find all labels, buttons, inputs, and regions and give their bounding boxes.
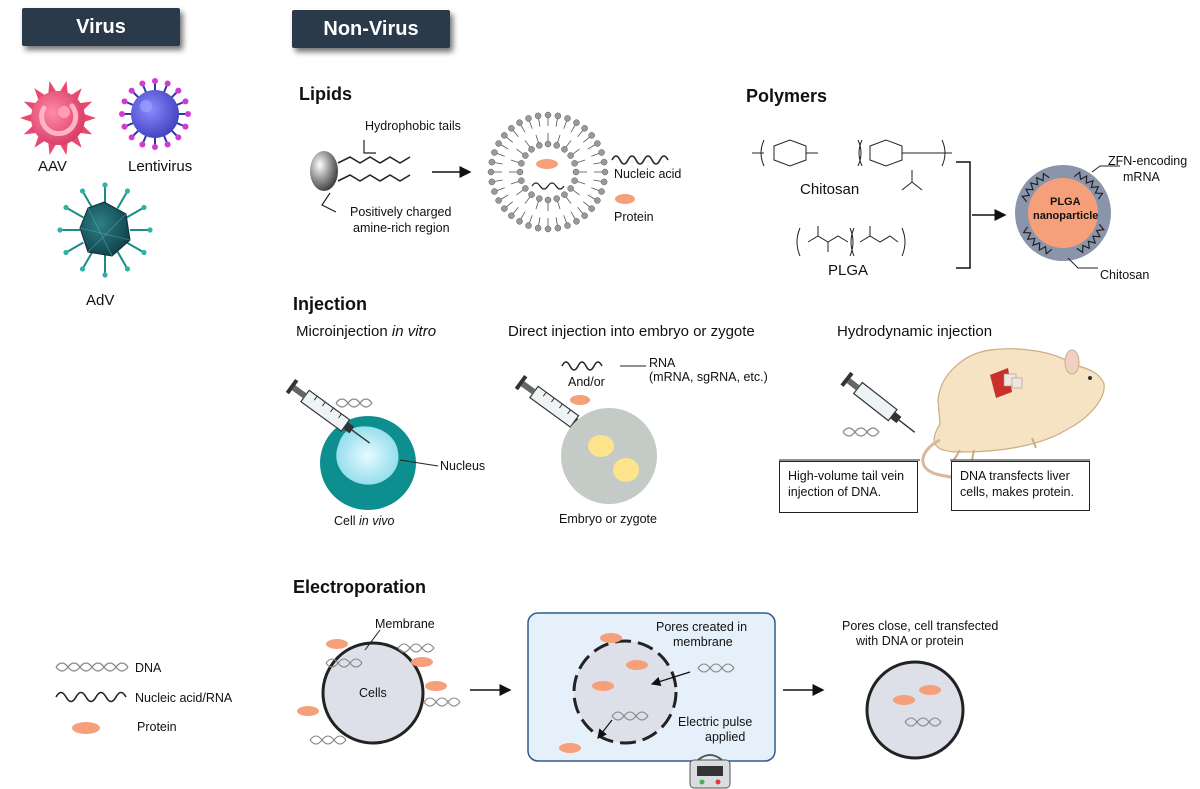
legend-dna-icon [55, 662, 129, 672]
liposome [487, 111, 609, 233]
legend-nucleic-acid-icon [55, 691, 127, 703]
injection-title: Injection [293, 294, 368, 314]
positive-region-label-2: amine-rich region [353, 221, 450, 235]
dna-helix-icon [842, 427, 880, 437]
nanoparticle-label-1: PLGA [1050, 196, 1081, 208]
pores-close-label-1: Pores close, cell transfected [842, 619, 999, 633]
legend-protein-label: Protein [137, 720, 177, 734]
protein-label: Protein [614, 210, 654, 224]
rna-label-1: RNA [649, 356, 676, 370]
electroporation-title: Electroporation [293, 577, 427, 597]
microinjection-title: Microinjection in vitro [296, 323, 437, 340]
membrane-label: Membrane [375, 617, 435, 631]
polymer-bracket [956, 161, 971, 269]
zfn-label-2: mRNA [1123, 170, 1160, 184]
microinjection-cell [320, 416, 439, 510]
hydro-box-1: High-volume tail vein injection of DNA. [779, 461, 918, 513]
lipid-molecule [310, 140, 411, 213]
cell-in-vivo-label: Cell in vivo [334, 514, 395, 528]
embryo-icon [561, 408, 657, 504]
polymers-title: Polymers [746, 86, 828, 106]
electroporation-cell-end [865, 660, 965, 760]
plga-nanoparticle [1015, 165, 1120, 269]
legend-nucleic-acid-label: Nucleic acid/RNA [135, 691, 233, 705]
pulse-label-1: Electric pulse [678, 715, 753, 729]
adv-label: AdV [86, 292, 115, 309]
electroporation-cell-start [297, 629, 461, 745]
lipids-title: Lipids [299, 84, 352, 104]
lipid-legend [611, 155, 669, 204]
cells-label: Cells [359, 686, 387, 700]
hydrodynamic-title: Hydrodynamic injection [837, 323, 993, 340]
nanoparticle-label-2: nanoparticle [1033, 210, 1099, 222]
hydro-box-2: DNA transfects liver cells, makes protei… [951, 461, 1090, 511]
mouse-icon [921, 348, 1105, 480]
legend-protein-icon [72, 722, 100, 734]
pores-created-label-1: Pores created in [656, 620, 748, 634]
lentivirus-label: Lentivirus [128, 158, 193, 175]
adv-icon [57, 182, 153, 278]
plga-label: PLGA [828, 262, 869, 279]
virus-header: Virus [22, 8, 180, 46]
direct-rna-legend [561, 361, 646, 405]
pores-created-label-2: membrane [673, 635, 733, 649]
chitosan-label: Chitosan [800, 181, 860, 198]
electroporation-panel [527, 612, 776, 762]
non-virus-header: Non-Virus [292, 10, 450, 48]
lentivirus-icon [119, 78, 191, 150]
chitosan-structure [752, 139, 952, 191]
direct-injection-title: Direct injection into embryo or zygote [508, 323, 755, 340]
nucleus-label: Nucleus [440, 459, 486, 473]
dna-helix-icon [335, 398, 373, 408]
syringe-icon [840, 371, 916, 433]
and-or-label: And/or [568, 375, 605, 389]
legend-dna-label: DNA [135, 661, 162, 675]
chitosan-layer-label: Chitosan [1100, 268, 1150, 282]
rna-label-2: (mRNA, sgRNA, etc.) [649, 370, 768, 384]
aav-icon [20, 80, 96, 156]
pores-close-label-2: with DNA or protein [856, 634, 964, 648]
positive-region-label-1: Positively charged [350, 205, 452, 219]
embryo-label: Embryo or zygote [559, 512, 657, 526]
nucleic-acid-label: Nucleic acid [614, 167, 682, 181]
hydrophobic-tails-label: Hydrophobic tails [365, 119, 461, 133]
pulse-label-2: applied [705, 730, 746, 744]
electroporator-device-icon [689, 754, 731, 789]
plga-structure [796, 226, 906, 257]
aav-label: AAV [38, 158, 67, 175]
zfn-label-1: ZFN-encoding [1108, 154, 1188, 168]
syringe-icon [285, 378, 371, 444]
